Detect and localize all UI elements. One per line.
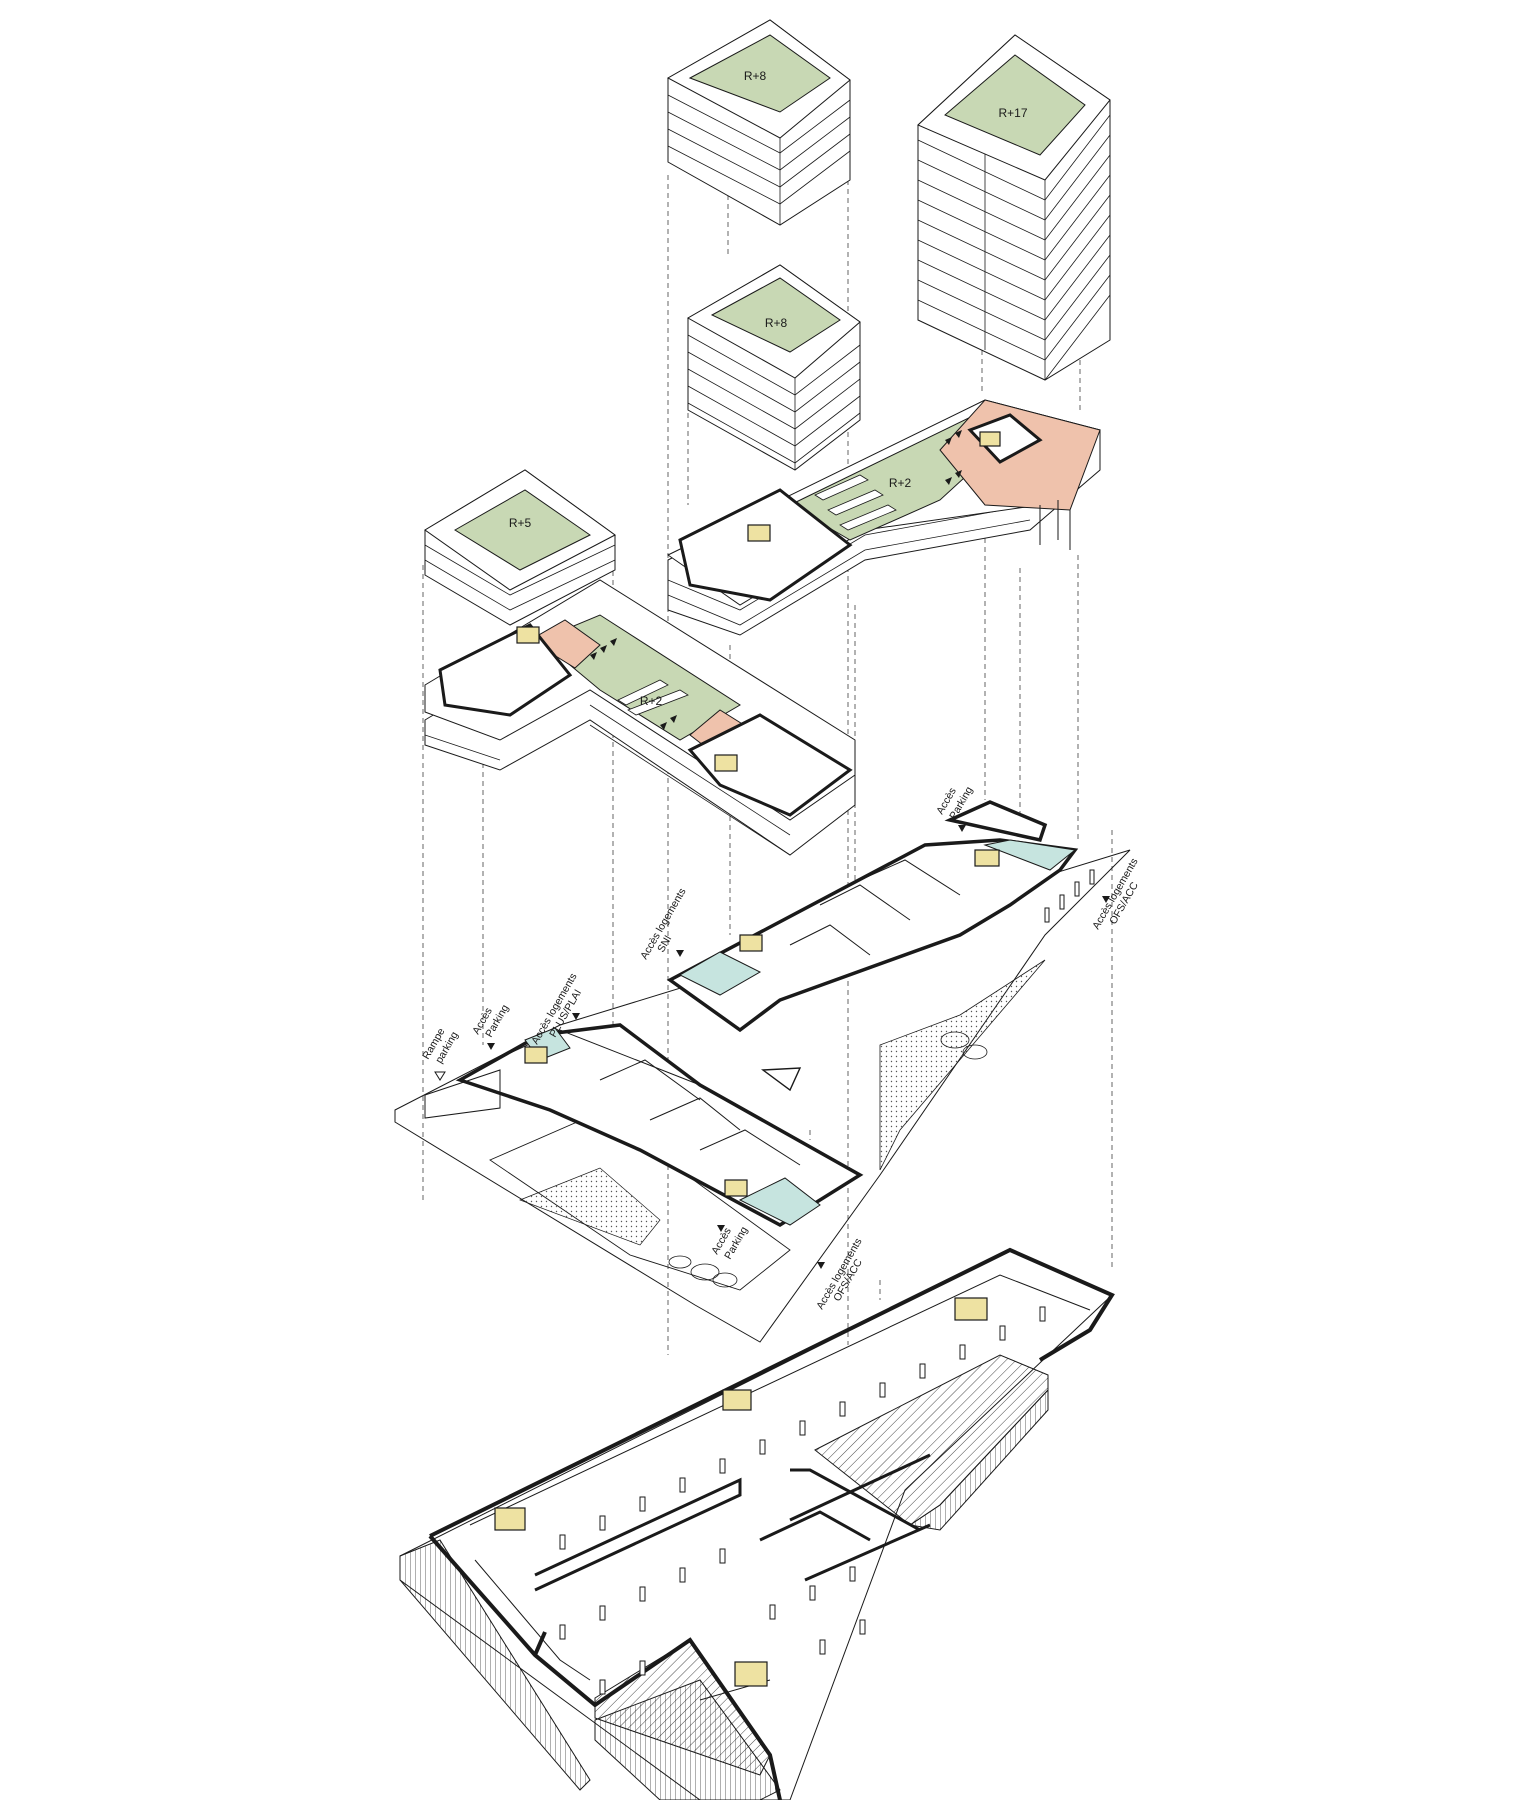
parking-columns — [559, 1306, 1046, 1695]
ground-floor — [394, 800, 1131, 1343]
access-arrows — [434, 430, 1110, 1269]
label-podium-right: R+2 — [889, 476, 912, 490]
tower-r8-upper — [666, 19, 851, 226]
block-r5 — [424, 469, 616, 626]
tower-r17 — [917, 34, 1111, 381]
tower-r8-lower — [686, 264, 861, 471]
label-podium-left: R+2 — [640, 694, 663, 708]
podium-right — [667, 399, 1101, 636]
roof-labels: R+8 R+8 R+17 R+5 R+2 R+2 — [509, 69, 1028, 708]
label-tower-a-top: R+8 — [744, 69, 767, 83]
garden-posts — [1044, 869, 1095, 923]
vertical-cores — [494, 1297, 988, 1687]
label-tower-b: R+17 — [998, 106, 1027, 120]
label-block-left: R+5 — [509, 516, 532, 530]
podium-left — [424, 579, 856, 856]
label-tower-a-bottom: R+8 — [765, 316, 788, 330]
basement-parking — [399, 1247, 1115, 1800]
